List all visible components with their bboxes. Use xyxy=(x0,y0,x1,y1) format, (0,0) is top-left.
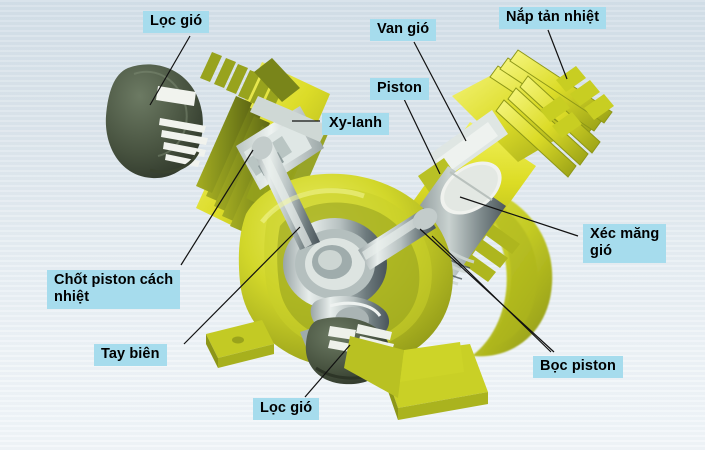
crankshaft-assembly xyxy=(283,218,387,310)
label-chot-piston-cach-nhiet[interactable]: Chốt piston cách nhiệt xyxy=(47,270,181,309)
right-fin-tips xyxy=(540,66,614,138)
connecting-rod-left xyxy=(251,136,320,250)
label-van-gio[interactable]: Van gió xyxy=(370,19,437,41)
label-xy-lanh[interactable]: Xy-lanh xyxy=(322,113,390,135)
label-xec-mang-gio[interactable]: Xéc măng gió xyxy=(583,224,667,263)
label-tay-bien[interactable]: Tay biên xyxy=(94,344,167,366)
label-boc-piston[interactable]: Bọc piston xyxy=(533,356,623,378)
connecting-rod-right xyxy=(358,208,438,270)
label-loc-gio-bottom[interactable]: Lọc gió xyxy=(253,398,320,420)
label-loc-gio-top[interactable]: Lọc gió xyxy=(143,11,210,33)
label-piston[interactable]: Piston xyxy=(370,78,429,100)
label-nap-tan-nhiet[interactable]: Nắp tản nhiệt xyxy=(499,7,607,29)
left-air-filter-part xyxy=(105,64,208,179)
